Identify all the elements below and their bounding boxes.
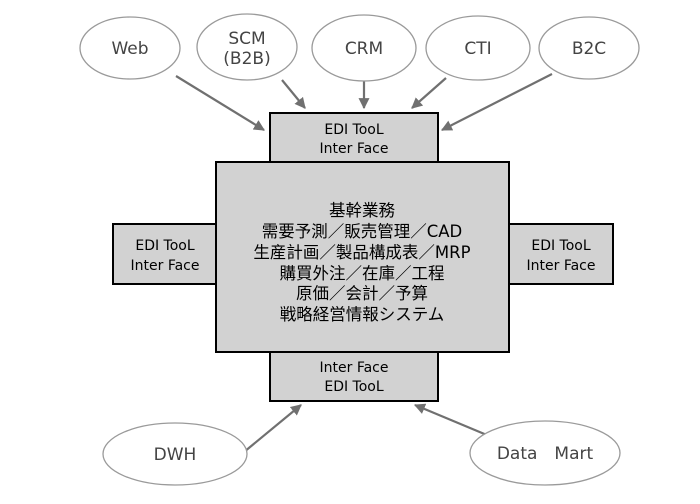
core-line-2: 需要予測／販売管理／CAD xyxy=(262,222,463,241)
core-line-5: 原価／会計／予算 xyxy=(296,284,428,303)
interface-left-line2: Inter Face xyxy=(131,258,200,274)
interface-right: EDI ToοL Inter Face xyxy=(508,223,614,285)
ellipse-web-shape xyxy=(79,16,181,80)
ellipse-dwh: DWH xyxy=(102,422,248,486)
interface-top-line2: Inter Face xyxy=(320,141,389,157)
interface-bottom-line2: EDI ToοL xyxy=(324,379,384,395)
interface-bottom-line1: Inter Face xyxy=(320,360,389,376)
interface-left-line1: EDI ToοL xyxy=(135,238,195,254)
core-line-6: 戦略経営情報システム xyxy=(280,305,445,324)
interface-right-box xyxy=(508,223,614,285)
ellipse-data-mart-shape xyxy=(469,420,621,486)
interface-left: EDI ToοL Inter Face xyxy=(112,223,218,285)
arrow-scm-to-top-interface xyxy=(281,79,306,109)
interface-right-line1: EDI ToοL xyxy=(531,238,591,254)
core-line-1: 基幹業務 xyxy=(329,200,396,220)
core-line-3: 生産計画／製品構成表／MRP xyxy=(253,243,470,262)
interface-bottom: Inter Face EDI ToοL xyxy=(269,350,439,402)
label-cti: CTI xyxy=(464,39,491,59)
core-line-4: 購買外注／在庫／工程 xyxy=(280,264,445,283)
core-business-system: 基幹業務 需要予測／販売管理／CAD 生産計画／製品構成表／MRP 購買外注／在… xyxy=(215,161,510,353)
arrow-cti-to-top-interface xyxy=(411,77,447,109)
ellipse-data-mart: Data Mart xyxy=(469,420,621,486)
label-b2c: B2C xyxy=(572,39,606,59)
label-scm: SCM xyxy=(228,29,265,49)
ellipse-dwh-shape xyxy=(102,422,248,486)
ellipse-scm: SCM (B2B) xyxy=(196,13,298,81)
label-b2b: (B2B) xyxy=(223,49,270,69)
label-data-mart: Data Mart xyxy=(497,444,594,464)
arrow-web-to-top-interface xyxy=(175,75,265,131)
interface-bottom-box xyxy=(269,350,439,402)
connector-arrows xyxy=(175,73,553,453)
interface-top: EDI ToοL Inter Face xyxy=(269,112,439,164)
ellipse-cti-shape xyxy=(425,15,531,81)
ellipse-crm: CRM xyxy=(311,14,417,82)
interface-right-line2: Inter Face xyxy=(527,258,596,274)
ellipse-web: Web xyxy=(79,16,181,80)
ellipse-b2c-shape xyxy=(538,16,640,80)
interface-top-line1: EDI ToοL xyxy=(324,122,384,138)
ellipse-crm-shape xyxy=(311,14,417,82)
core-box xyxy=(215,161,510,353)
interface-top-box xyxy=(269,112,439,164)
arrow-datamart-to-bottom-interface xyxy=(413,403,495,440)
label-crm: CRM xyxy=(345,39,383,59)
label-dwh: DWH xyxy=(154,445,197,465)
arrow-dwh-to-bottom-interface xyxy=(243,404,302,453)
arrow-b2c-to-top-interface xyxy=(441,73,553,131)
label-web: Web xyxy=(111,39,148,59)
ellipse-b2c: B2C xyxy=(538,16,640,80)
ellipse-scm-shape xyxy=(196,13,298,81)
ellipse-cti: CTI xyxy=(425,15,531,81)
interface-left-box xyxy=(112,223,218,285)
